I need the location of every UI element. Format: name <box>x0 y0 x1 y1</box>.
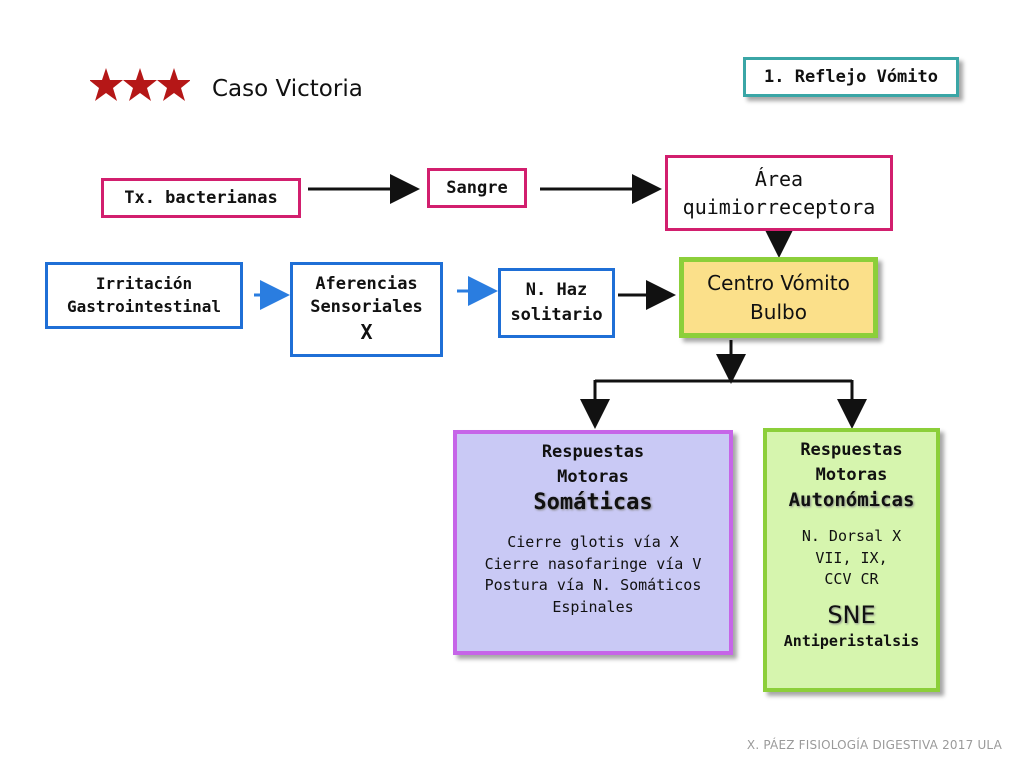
autonomicas-item: N. Dorsal X <box>801 526 902 545</box>
node-aferencias: Aferencias Sensoriales X <box>290 262 443 357</box>
autonomicas-sne: SNE <box>827 601 876 630</box>
node-irritacion: Irritación Gastrointestinal <box>45 262 243 329</box>
node-tx-label: Tx. bacterianas <box>124 188 278 208</box>
node-nhaz-solitario: N. Haz solitario <box>498 268 615 338</box>
node-centro-line: Centro Vómito <box>707 270 850 295</box>
autonomicas-head-line: Respuestas <box>800 440 903 460</box>
reflex-badge: 1. Reflejo Vómito <box>743 57 959 97</box>
node-irritacion-line: Gastrointestinal <box>66 296 222 316</box>
node-irritacion-line: Irritación <box>95 274 193 294</box>
somaticas-title: Somáticas <box>533 490 653 516</box>
node-sangre: Sangre <box>427 168 527 208</box>
stars-icon <box>90 68 190 101</box>
somaticas-head-line: Respuestas <box>541 442 645 462</box>
node-centro-line: Bulbo <box>750 299 807 324</box>
node-area-line: quimiorreceptora <box>682 195 876 219</box>
node-aferencias-line: Sensoriales <box>310 297 423 317</box>
node-area-line: Área <box>754 167 804 191</box>
node-centro-vomito: Centro Vómito Bulbo <box>679 257 878 338</box>
somaticas-item: Cierre glotis vía X <box>507 532 679 551</box>
autonomicas-head-line: Motoras <box>815 464 888 485</box>
somaticas-item: Cierre nasofaringe vía V <box>484 554 702 573</box>
somaticas-head-line: Motoras <box>557 466 629 487</box>
node-area-quimiorreceptora: Área quimiorreceptora <box>665 155 893 231</box>
reflex-badge-label: 1. Reflejo Vómito <box>764 67 938 87</box>
node-nhaz-line: solitario <box>510 305 603 325</box>
autonomicas-item: VII, IX, <box>815 548 888 567</box>
node-tx-bacterianas: Tx. bacterianas <box>101 178 301 218</box>
somaticas-item: Espinales <box>552 598 634 617</box>
node-aferencias-line: X <box>360 319 373 344</box>
node-sangre-label: Sangre <box>446 178 508 198</box>
slide-footer: X. PÁEZ FISIOLOGÍA DIGESTIVA 2017 ULA <box>746 738 1002 752</box>
node-respuestas-somaticas: Respuestas Motoras Somáticas Cierre glot… <box>453 430 733 655</box>
node-aferencias-line: Aferencias <box>315 274 418 295</box>
node-nhaz-line: N. Haz <box>525 280 588 301</box>
somaticas-item: Postura vía N. Somáticos <box>484 576 702 595</box>
autonomicas-last: Antiperistalsis <box>783 631 920 650</box>
autonomicas-title: Autonómicas <box>788 489 915 512</box>
slide-title: Caso Victoria <box>212 76 363 102</box>
autonomicas-item: CCV CR <box>824 570 879 589</box>
node-respuestas-autonomicas: Respuestas Motoras Autonómicas N. Dorsal… <box>763 428 940 692</box>
